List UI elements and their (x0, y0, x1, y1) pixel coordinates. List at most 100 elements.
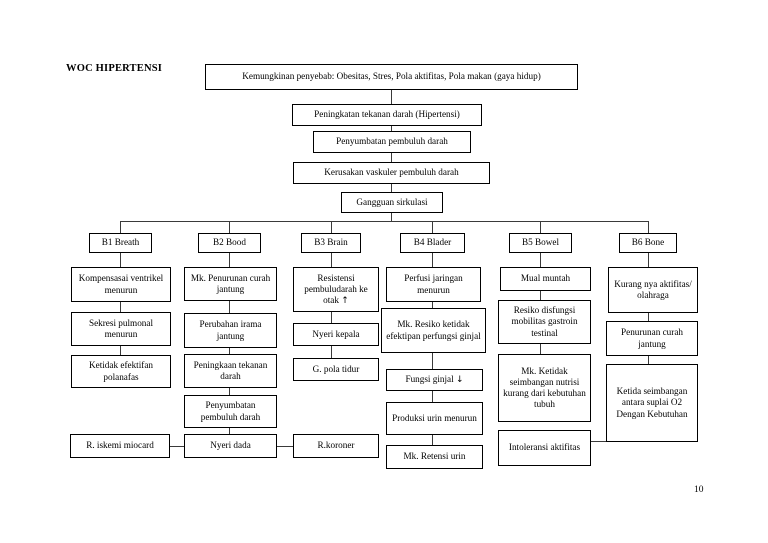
branch-header-b2-label: B2 Bood (213, 237, 246, 248)
node-b5-resiko-disfungsi: Resiko disfungsi mobilitas gastroin test… (498, 300, 591, 344)
node-b5-ketidak-seimbangan-nutrisi-label: Mk. Ketidak seimbangan nutrisi kurang da… (503, 365, 586, 410)
node-b6-penurunan-curah-label: Penurunan curah jantung (621, 327, 683, 349)
connector-b6-0 (648, 253, 650, 267)
node-cause-label: Kemungkinan penyebab: Obesitas, Stres, P… (242, 71, 541, 82)
node-b2-penurunan-curah: Mk. Penurunan curah jantung (184, 267, 277, 301)
connector-b1-0 (120, 253, 122, 267)
node-b1-kompensasai: Kompensasai ventrikel menurun (71, 267, 171, 302)
connector-nyeri-dada-to-koroner (277, 446, 293, 448)
node-b1-polanafas-label: Ketidak efektifan polanafas (88, 360, 154, 382)
node-b3-nyeri-kepala-label: Nyeri kepala (312, 328, 360, 339)
connector-iskemi-to-nyeri-dada (170, 446, 184, 448)
connector-bus-to-b1 (120, 221, 122, 233)
connector-b2-0 (229, 253, 231, 267)
connector-b3-2 (331, 346, 333, 358)
node-b5-mual-muntah-label: Mual muntah (520, 273, 571, 284)
node-b4-perfusi: Perfusi jaringan menurun (386, 267, 481, 302)
connector-b5-2 (540, 344, 542, 354)
connector-b1-2 (120, 346, 122, 355)
branch-header-b6: B6 Bone (619, 233, 677, 253)
connector-bus-to-b2 (229, 221, 231, 233)
connector-b4-0 (432, 253, 434, 267)
node-b5-intoleransi-label: Intoleransi aktifitas (508, 442, 581, 453)
connector-bus-to-b3 (331, 221, 333, 233)
node-b4-produksi-urin: Produksi urin menurun (386, 402, 483, 435)
node-b2-penurunan-curah-label: Mk. Penurunan curah jantung (190, 272, 271, 294)
connector-b4-1 (432, 302, 434, 308)
node-b2-peningkaan-tekanan-label: Peningkaan tekanan darah (193, 359, 268, 381)
node-b3-resistensi-text: Resistensi pembuludarah ke otak (304, 272, 368, 306)
node-b4-fungsi-ginjal: Fungsi ginjal ↓ (386, 369, 483, 391)
node-b4-perfusi-label: Perfusi jaringan menurun (404, 273, 463, 295)
connector-b2-2 (229, 348, 231, 354)
branch-header-b5: B5 Bowel (509, 233, 572, 253)
node-hypertension: Peningkatan tekanan darah (Hipertensi) (292, 104, 482, 126)
connector-bus-to-b4 (432, 221, 434, 233)
connector-vascular-to-circulation (391, 184, 393, 192)
connector-branch-bus (120, 221, 648, 223)
branch-header-b5-label: B5 Bowel (521, 237, 559, 248)
node-b4-retensi-urin-label: Mk. Retensi urin (403, 451, 466, 462)
connector-bus-to-b6 (648, 221, 650, 233)
node-blockage: Penyumbatan pembuluh darah (313, 131, 471, 153)
branch-header-b3-label: B3 Brain (314, 237, 348, 248)
node-blockage-label: Penyumbatan pembuluh darah (336, 136, 448, 147)
node-b1-sekresi-label: Sekresi pulmonal menurun (88, 317, 154, 339)
node-b3-nyeri-kepala: Nyeri kepala (293, 323, 379, 346)
connector-b3-1 (331, 312, 333, 323)
branch-header-b2: B2 Bood (198, 233, 261, 253)
connector-b2-3 (229, 388, 231, 395)
node-circulation-label: Gangguan sirkulasi (356, 196, 428, 207)
node-b3-pola-tidur-label: G. pola tidur (312, 363, 360, 374)
connector-hypertension-to-blockage (391, 126, 393, 131)
arrow-up-icon: ↑ (341, 296, 349, 307)
connector-b2-to-nyeri-dada (229, 428, 231, 435)
node-b5-intoleransi: Intoleransi aktifitas (498, 430, 591, 466)
node-b6-ketida-seimbangan-o2: Ketida seimbangan antara suplai O2 Denga… (606, 364, 698, 442)
node-b3-resistensi-label: Resistensi pembuludarah ke otak ↑ (297, 273, 375, 307)
page-number: 10 (694, 485, 704, 495)
node-b2-penyumbatan-label: Penyumbatan pembuluh darah (200, 400, 261, 422)
connector-b2-1 (229, 301, 231, 313)
node-b2-perubahan-irama-label: Perubahan irama jantung (199, 319, 262, 341)
node-nyeri-dada: Nyeri dada (184, 434, 277, 458)
node-vascular-damage-label: Kerusakan vaskuler pembuluh darah (324, 167, 459, 178)
node-r-iskemi-miocard: R. iskemi miocard (70, 434, 170, 458)
connector-cause-to-hypertension (391, 90, 393, 104)
branch-header-b6-label: B6 Bone (631, 237, 665, 248)
connector-b1-1 (120, 302, 122, 312)
node-b2-penyumbatan: Penyumbatan pembuluh darah (184, 395, 277, 428)
node-b1-kompensasai-label: Kompensasai ventrikel menurun (78, 273, 164, 295)
node-b6-kurang-aktifitas-label: Kurang nya aktifitas/ olahraga (614, 278, 692, 300)
node-b3-pola-tidur: G. pola tidur (293, 358, 379, 381)
node-hypertension-label: Peningkatan tekanan darah (Hipertensi) (314, 109, 460, 120)
node-r-koroner-label: R.koroner (317, 440, 355, 451)
node-b2-perubahan-irama: Perubahan irama jantung (184, 313, 277, 348)
node-b4-resiko-perfungsi-label: Mk. Resiko ketidak efektipan perfungsi g… (386, 319, 481, 341)
node-b4-produksi-urin-label: Produksi urin menurun (392, 412, 477, 423)
node-vascular-damage: Kerusakan vaskuler pembuluh darah (293, 162, 490, 184)
connector-bus-to-b5 (540, 221, 542, 233)
connector-b4-4 (432, 435, 434, 445)
connector-b3-0 (331, 253, 333, 267)
node-b4-resiko-perfungsi: Mk. Resiko ketidak efektipan perfungsi g… (381, 308, 486, 353)
connector-b6-to-intoleransi (591, 441, 607, 443)
node-b4-retensi-urin: Mk. Retensi urin (386, 445, 483, 469)
connector-blockage-to-vascular (391, 153, 393, 162)
node-b6-kurang-aktifitas: Kurang nya aktifitas/ olahraga (608, 267, 698, 313)
connector-b6-2 (648, 356, 650, 364)
node-b2-peningkaan-tekanan: Peningkaan tekanan darah (184, 354, 277, 388)
node-b6-ketida-seimbangan-o2-label: Ketida seimbangan antara suplai O2 Denga… (616, 386, 688, 419)
branch-header-b1: B1 Breath (89, 233, 152, 253)
page-title: WOC HIPERTENSI (66, 63, 163, 74)
arrow-down-icon: ↓ (456, 375, 464, 386)
connector-b5-0 (540, 253, 542, 267)
node-b4-fungsi-ginjal-label: Fungsi ginjal ↓ (390, 374, 479, 385)
node-b6-penurunan-curah: Penurunan curah jantung (606, 321, 698, 356)
node-b3-resistensi: Resistensi pembuludarah ke otak ↑ (293, 267, 379, 312)
connector-b6-1 (648, 313, 650, 321)
node-b1-polanafas: Ketidak efektifan polanafas (71, 355, 171, 388)
node-nyeri-dada-label: Nyeri dada (210, 440, 251, 451)
branch-header-b4: B4 Blader (400, 233, 465, 253)
